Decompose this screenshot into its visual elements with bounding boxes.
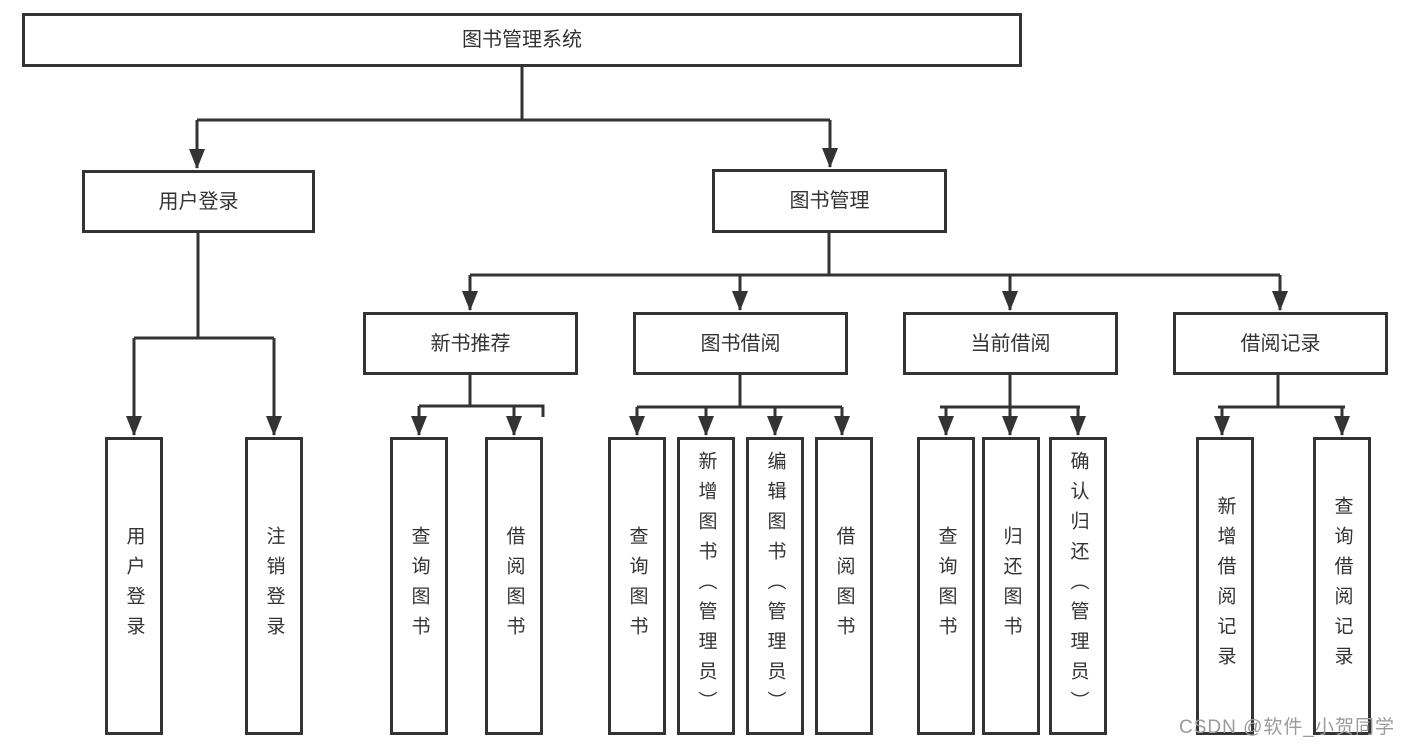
node-borrow-record-label: 借阅记录 [1240,332,1321,355]
connector-borrow-record-group [1214,375,1350,436]
node-user-login: 用户登录 [82,170,315,233]
node-leaf-query-books-3-label: 查询图书 [935,526,957,646]
node-leaf-return-book: 归还图书 [982,437,1040,735]
connector-book-management-to-level3 [462,233,1288,311]
node-leaf-confirm-return-admin-label: 确认归还（管理员） [1067,451,1089,721]
connector-root-to-level2 [189,67,838,169]
node-leaf-user-login-label: 用户登录 [123,526,145,646]
node-new-book-recommend-label: 新书推荐 [430,332,511,355]
node-leaf-query-borrow-record: 查询借阅记录 [1313,437,1371,735]
node-book-borrow-label: 图书借阅 [700,332,781,355]
node-leaf-confirm-return-admin: 确认归还（管理员） [1049,437,1107,735]
node-leaf-borrow-books-2-label: 借阅图书 [833,526,855,646]
node-leaf-add-borrow-record-label: 新增借阅记录 [1214,496,1236,676]
node-new-book-recommend: 新书推荐 [363,312,578,375]
node-root-label: 图书管理系统 [462,29,582,51]
node-borrow-record: 借阅记录 [1173,312,1388,375]
connector-current-borrow-group [938,375,1086,436]
node-leaf-add-book-admin-label: 新增图书（管理员） [695,451,717,721]
node-leaf-logout-label: 注销登录 [263,526,285,646]
node-leaf-logout: 注销登录 [245,437,303,735]
node-leaf-add-book-admin: 新增图书（管理员） [677,437,735,735]
node-leaf-return-book-label: 归还图书 [1000,526,1022,646]
node-leaf-edit-book-admin: 编辑图书（管理员） [746,437,804,735]
node-book-management: 图书管理 [712,169,947,233]
node-leaf-query-books-1-label: 查询图书 [408,526,430,646]
connector-new-book-group [411,375,545,436]
node-leaf-borrow-books-1-label: 借阅图书 [503,526,525,646]
node-leaf-query-books-2: 查询图书 [608,437,666,735]
node-current-borrow: 当前借阅 [903,312,1118,375]
node-leaf-query-books-3: 查询图书 [917,437,975,735]
node-current-borrow-label: 当前借阅 [970,332,1051,355]
node-leaf-borrow-books-2: 借阅图书 [815,437,873,735]
node-leaf-query-books-2-label: 查询图书 [626,526,648,646]
node-leaf-edit-book-admin-label: 编辑图书（管理员） [764,451,786,721]
node-root-library-system: 图书管理系统 [22,13,1022,67]
node-leaf-query-borrow-record-label: 查询借阅记录 [1331,496,1353,676]
connector-user-login-group [126,233,282,436]
node-leaf-borrow-books-1: 借阅图书 [485,437,543,735]
node-book-management-label: 图书管理 [789,190,870,212]
connector-book-borrow-group [629,375,850,436]
node-leaf-add-borrow-record: 新增借阅记录 [1196,437,1254,735]
node-book-borrow: 图书借阅 [633,312,848,375]
node-leaf-query-books-1: 查询图书 [390,437,448,735]
node-leaf-user-login: 用户登录 [105,437,163,735]
csdn-watermark: CSDN @软件_小贺同学 [1179,717,1395,738]
node-user-login-label: 用户登录 [158,190,239,213]
